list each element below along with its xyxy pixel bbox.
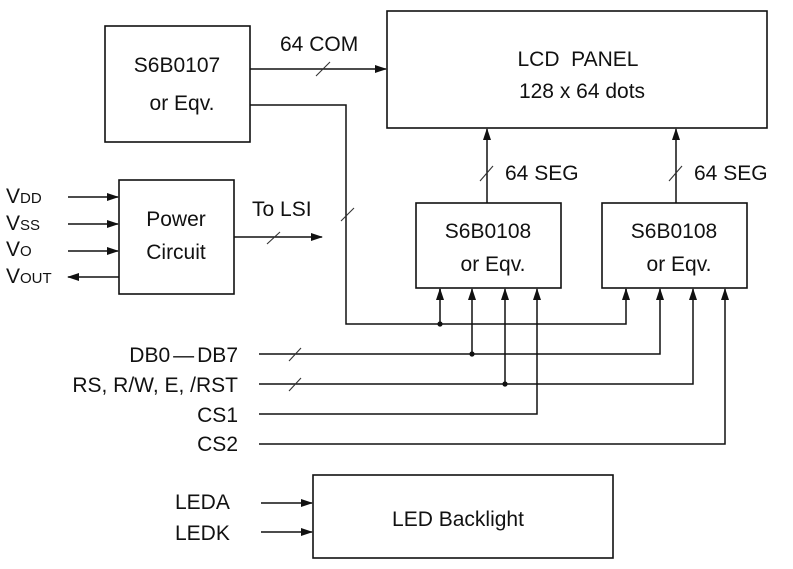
seg-driver-1-block: S6B0108 or Eqv. <box>415 202 562 289</box>
lcd-panel-block: LCD PANEL 128 x 64 dots <box>386 10 768 129</box>
seg-driver-1-part: S6B0108 <box>445 220 531 243</box>
to-lsi-label: To LSI <box>252 198 312 221</box>
seg-bus-2-label: 64 SEG <box>694 162 768 185</box>
svg-text:VO: VO <box>6 238 32 261</box>
led-backlight-label: LED Backlight <box>392 508 524 531</box>
svg-text:DB0—DB7: DB0—DB7 <box>129 344 238 367</box>
com-bus-label: 64 COM <box>280 33 358 56</box>
backlight-pin-leda: LEDA <box>175 491 313 514</box>
seg-bus-2: 64 SEG <box>668 128 768 203</box>
signal-cs2: CS2 <box>197 288 729 456</box>
lcd-panel-resolution: 128 x 64 dots <box>519 80 645 103</box>
power-circuit-line1: Power <box>146 208 206 231</box>
power-pin-vdd: VDD <box>6 185 119 208</box>
driver-input-arrows <box>436 288 630 300</box>
power-pin-vo: VO <box>6 238 119 261</box>
com-driver-equiv: or Eqv. <box>150 92 215 115</box>
svg-text:LEDK: LEDK <box>175 522 230 545</box>
power-circuit-block: Power Circuit <box>118 179 235 295</box>
seg-bus-1-label: 64 SEG <box>505 162 579 185</box>
signal-cs1: CS1 <box>197 288 541 427</box>
com-bus: 64 COM <box>250 33 387 77</box>
svg-text:CS1: CS1 <box>197 404 238 427</box>
seg-bus-1: 64 SEG <box>479 128 579 203</box>
signal-control-bus: RS, R/W, E, /RST <box>72 288 697 397</box>
signal-db-bus: DB0—DB7 <box>129 288 664 367</box>
seg-driver-2-part: S6B0108 <box>631 220 717 243</box>
svg-text:VOUT: VOUT <box>6 265 52 288</box>
svg-text:VDD: VDD <box>6 185 42 208</box>
seg-driver-1-equiv: or Eqv. <box>461 253 526 276</box>
power-circuit-line2: Circuit <box>146 241 206 264</box>
com-driver-part: S6B0107 <box>134 54 220 77</box>
svg-text:LEDA: LEDA <box>175 491 230 514</box>
svg-text:RS, R/W, E, /RST: RS, R/W, E, /RST <box>72 374 238 397</box>
svg-text:VSS: VSS <box>6 212 40 235</box>
com-driver-block: S6B0107 or Eqv. <box>104 25 251 143</box>
to-lsi-bus: To LSI <box>234 198 323 245</box>
seg-driver-2-equiv: or Eqv. <box>647 253 712 276</box>
power-pin-vout: VOUT <box>6 265 119 288</box>
led-backlight-block: LED Backlight <box>312 474 614 559</box>
backlight-pin-ledk: LEDK <box>175 522 313 545</box>
svg-text:CS2: CS2 <box>197 433 238 456</box>
bus-slash <box>315 61 331 77</box>
lcd-panel-title: LCD PANEL <box>518 48 639 71</box>
seg-driver-2-block: S6B0108 or Eqv. <box>601 202 748 289</box>
power-pin-vss: VSS <box>6 212 119 235</box>
